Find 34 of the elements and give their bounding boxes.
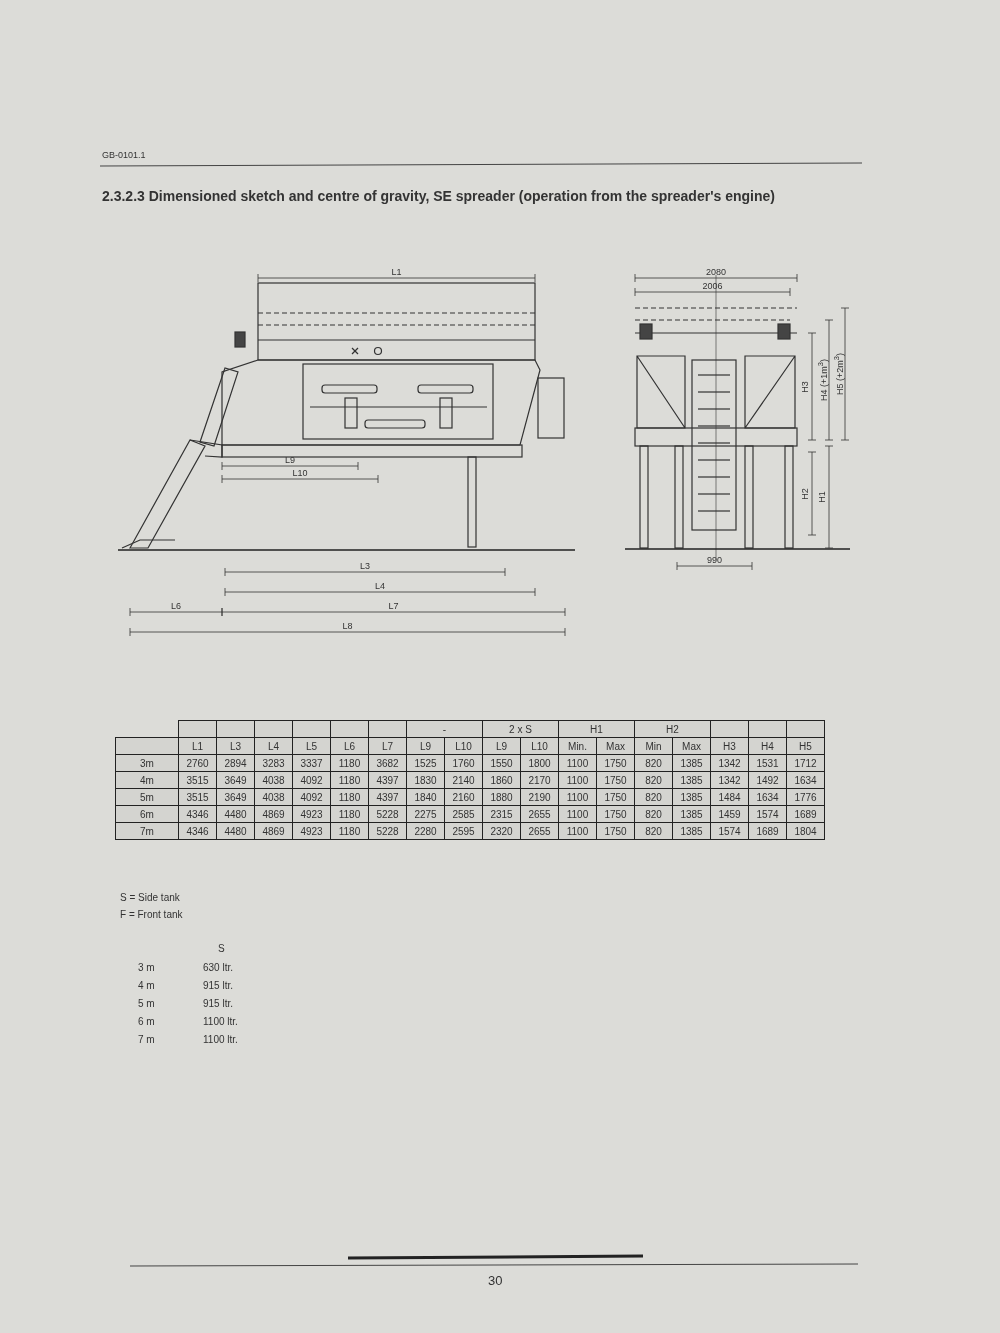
page-number: 30 xyxy=(488,1273,503,1288)
dimension-label: 990 xyxy=(707,555,722,565)
dimension-label: 2006 xyxy=(702,281,723,291)
dimension-label: H3 xyxy=(800,380,810,393)
tank-volume: 915 ltr. xyxy=(203,998,234,1009)
tank-volume: 630 ltr. xyxy=(203,962,234,973)
size-label: 3 m xyxy=(138,962,155,973)
section-title: 2.3.2.3 Dimensioned sketch and centre of gravity, SE spreader (operation from the spreader's engine) xyxy=(102,188,775,204)
group-header: 2 x S xyxy=(482,720,559,738)
size-label: 6 m xyxy=(138,1016,155,1027)
tank-volume: 915 ltr. xyxy=(203,980,234,991)
size-label: 7 m xyxy=(138,1034,155,1045)
dimension-label: L1 xyxy=(391,267,402,277)
legend-note: S = Side tank xyxy=(120,892,180,903)
dimension-label: 2080 xyxy=(706,267,726,277)
group-header: H1 xyxy=(558,720,635,738)
dimension-label: L3 xyxy=(360,561,370,571)
document-code: GB-0101.1 xyxy=(102,150,146,160)
group-header: H2 xyxy=(634,720,711,738)
column-header-text: S xyxy=(218,943,225,954)
dimension-label: H2 xyxy=(800,487,810,500)
dimension-label: L10 xyxy=(292,468,308,478)
dimension-label: H1 xyxy=(817,491,827,503)
tank-volume: 1100 ltr. xyxy=(203,1016,238,1027)
dimension-label: L9 xyxy=(285,455,295,465)
group-header: - xyxy=(406,720,483,738)
size-label: 5 m xyxy=(138,998,155,1009)
dimension-label: L6 xyxy=(171,601,181,611)
legend-note: F = Front tank xyxy=(120,909,183,920)
dimension-label: L4 xyxy=(375,581,385,591)
dimension-label: L8 xyxy=(342,621,353,631)
dimension-label: L7 xyxy=(388,601,399,611)
tank-volume: 1100 ltr. xyxy=(203,1034,238,1045)
size-label: 4 m xyxy=(138,980,155,991)
